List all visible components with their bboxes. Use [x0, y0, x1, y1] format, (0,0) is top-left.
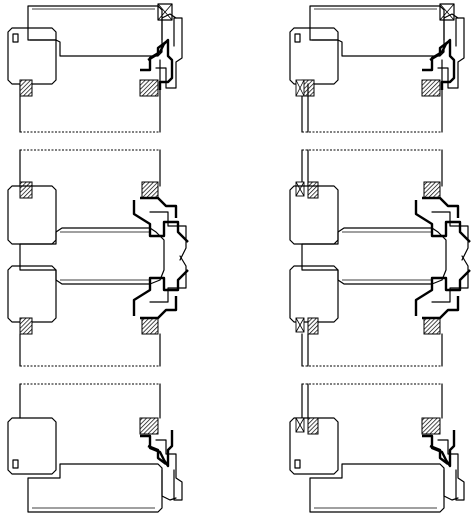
detail-middle-left — [7, 149, 189, 367]
detail-top-right — [288, 2, 466, 134]
detail-bottom-left — [6, 382, 184, 514]
detail-middle-right — [289, 149, 471, 367]
detail-top-left — [6, 2, 184, 134]
detail-bottom-right — [288, 382, 466, 514]
